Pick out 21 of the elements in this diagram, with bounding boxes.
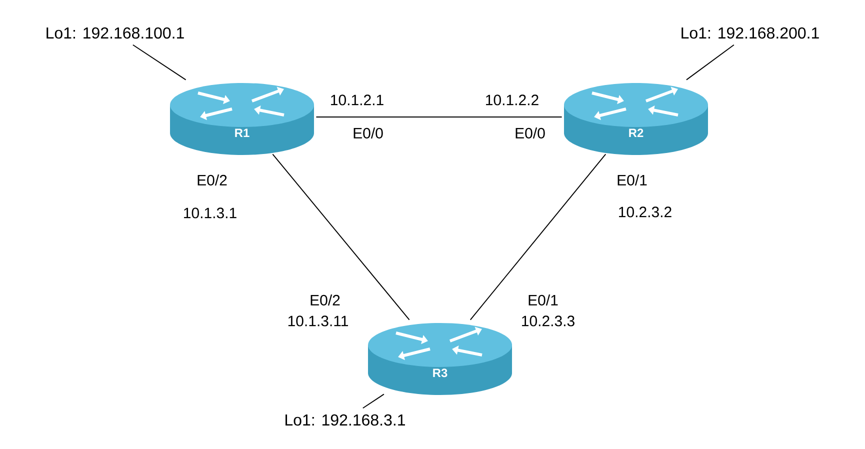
interface-label: 10.2.3.2 <box>619 206 672 218</box>
interface-label: E0/2 <box>198 174 227 186</box>
link-line <box>316 116 562 118</box>
link-line <box>272 154 410 320</box>
router: R2 <box>564 83 708 155</box>
link-line <box>132 44 186 80</box>
interface-label: 10.2.3.3 <box>522 316 574 326</box>
interface-label: E0/0 <box>516 127 545 138</box>
loopback-label: Lo1: 192.168.100.1 <box>46 27 184 39</box>
router: R1 <box>170 83 314 155</box>
interface-label: E0/1 <box>618 174 647 186</box>
loopback-label: Lo1: 192.168.200.1 <box>682 27 819 39</box>
interface-label: 10.1.3.1 <box>184 208 236 218</box>
interface-label: E0/0 <box>354 127 383 138</box>
link-line <box>470 154 606 320</box>
interface-label: 10.1.3.11 <box>288 316 348 326</box>
router: R3 <box>368 323 512 395</box>
loopback-label: Lo1: 192.168.3.1 <box>286 414 405 426</box>
link-line <box>686 44 734 80</box>
interface-label: E0/1 <box>528 294 558 306</box>
link-line <box>362 394 384 409</box>
